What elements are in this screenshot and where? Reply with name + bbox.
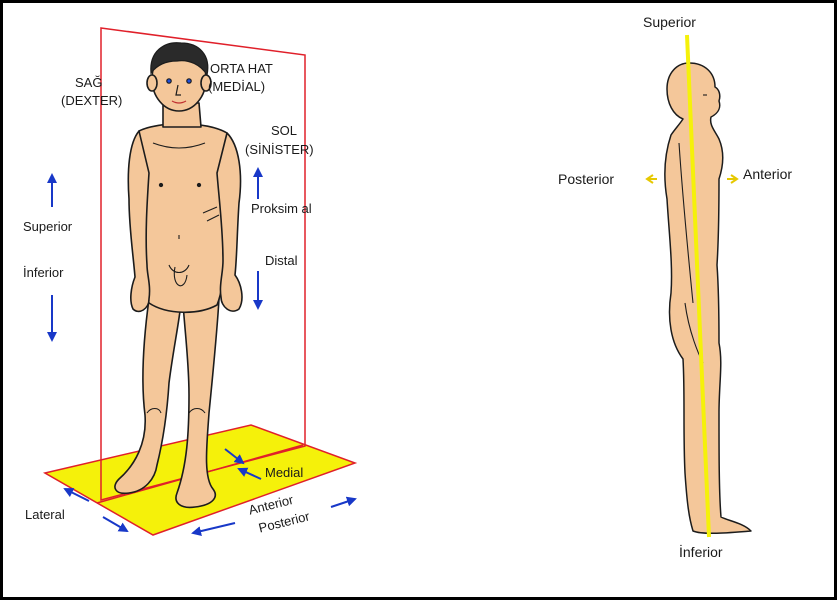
label-distal: Distal <box>265 253 298 268</box>
arrow-lateral-b <box>103 517 127 531</box>
label-sinister: (SİNİSTER) <box>245 142 314 157</box>
label-proksimal: Proksim al <box>251 201 312 216</box>
label-posterior-right: Posterior <box>558 172 614 187</box>
arrow-anterior-side <box>727 175 737 183</box>
label-inferior-left: İnferior <box>23 265 63 280</box>
arrow-anterior <box>331 499 355 507</box>
label-dexter: (DEXTER) <box>61 93 122 108</box>
label-inferior-right: İnferior <box>679 545 723 560</box>
arrow-posterior-side <box>647 175 657 183</box>
label-superior-right: Superior <box>643 15 696 30</box>
label-lateral: Lateral <box>25 507 65 522</box>
arrow-posterior <box>193 523 235 533</box>
label-ortahat: ORTA HAT <box>210 61 273 76</box>
label-medial-top: (MEDİAL) <box>208 79 265 94</box>
diagram-canvas <box>3 3 837 603</box>
label-sol: SOL <box>271 123 297 138</box>
label-anterior-right: Anterior <box>743 167 792 182</box>
side-body <box>665 63 751 533</box>
label-superior-left: Superior <box>23 219 72 234</box>
label-medial: Medial <box>265 465 303 480</box>
label-sag: SAĞ <box>75 75 102 90</box>
